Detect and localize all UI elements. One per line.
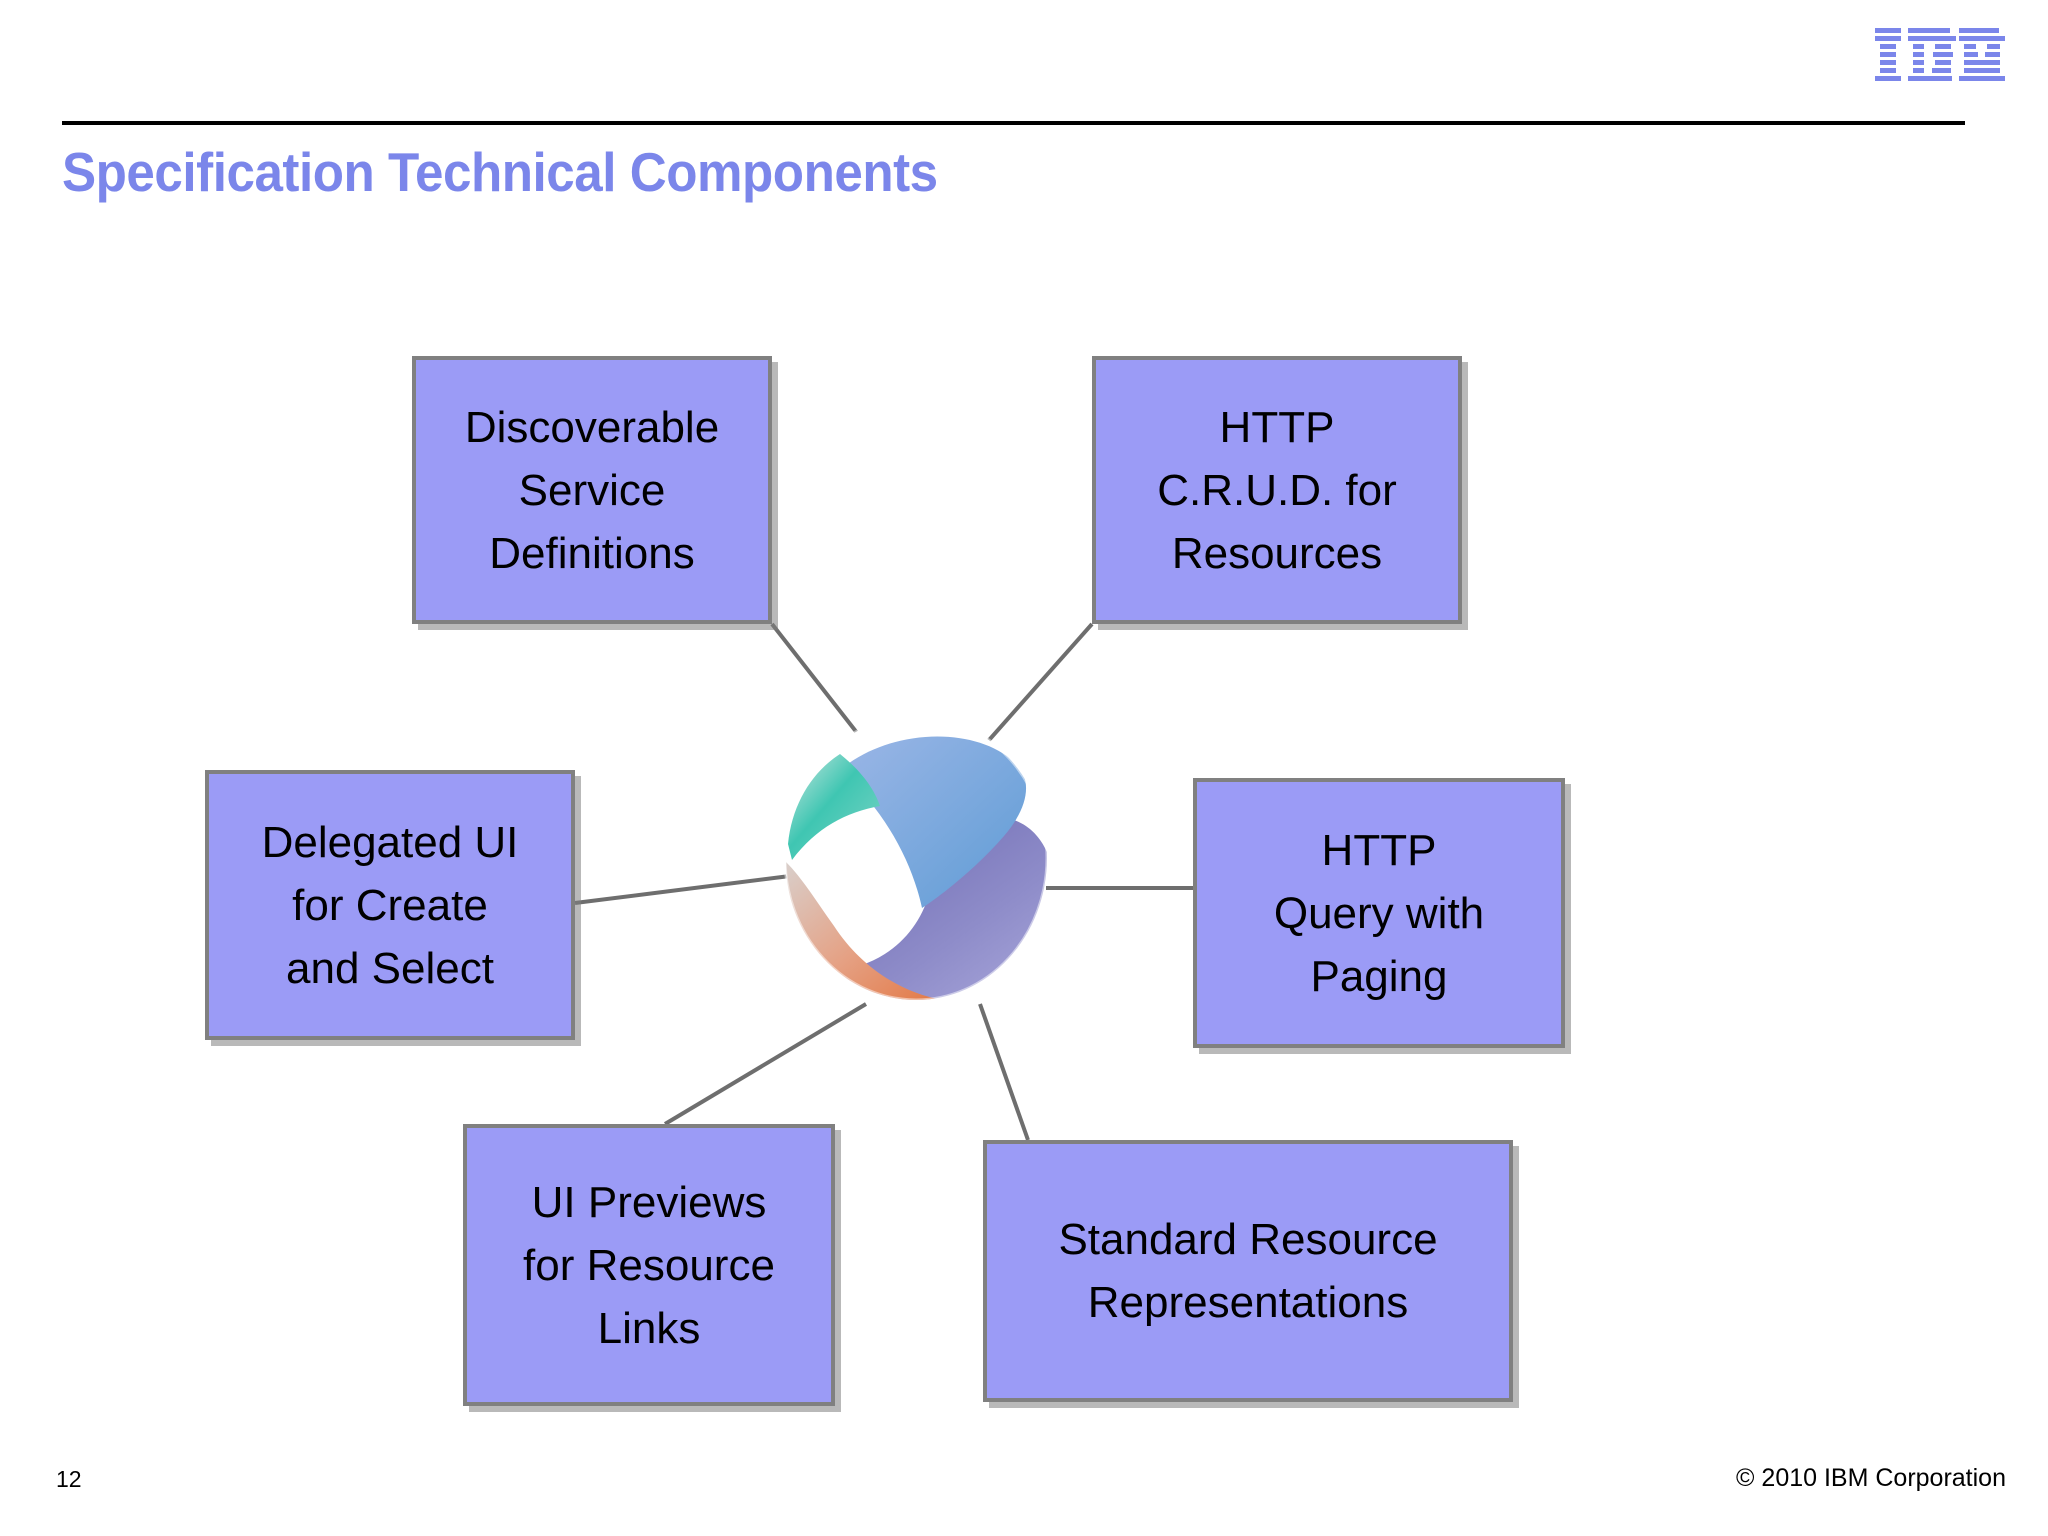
connector-to-standard-resource-representations	[978, 1003, 1030, 1141]
jazz-globe-logo	[782, 712, 1050, 1004]
node-http-query-with-paging[interactable]: HTTP Query with Paging	[1193, 778, 1565, 1048]
page-number: 12	[56, 1466, 82, 1492]
header-divider	[62, 121, 1965, 125]
page-title: Specification Technical Components	[62, 141, 938, 203]
connector-to-ui-previews	[663, 1002, 868, 1126]
node-ui-previews-for-resource-links[interactable]: UI Previews for Resource Links	[463, 1124, 835, 1406]
ibm-logo	[1875, 28, 2011, 84]
connector-to-delegated-ui	[574, 874, 791, 905]
node-delegated-ui-for-create-and-select[interactable]: Delegated UI for Create and Select	[205, 770, 575, 1040]
node-discoverable-service-definitions[interactable]: Discoverable Service Definitions	[412, 356, 772, 624]
copyright-notice: © 2010 IBM Corporation	[1736, 1464, 2006, 1492]
node-standard-resource-representations[interactable]: Standard Resource Representations	[983, 1140, 1513, 1402]
node-http-crud-for-resources[interactable]: HTTP C.R.U.D. for Resources	[1092, 356, 1462, 624]
